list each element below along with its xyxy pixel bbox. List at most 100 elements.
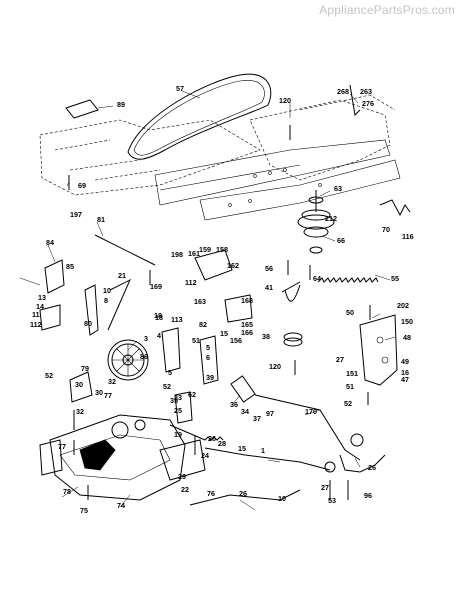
callout-10: 10 <box>103 286 111 295</box>
callout-3: 3 <box>144 334 148 343</box>
callout-112: 112 <box>185 278 197 287</box>
callout-169: 169 <box>150 282 162 291</box>
callout-25: 25 <box>174 406 182 415</box>
callout-4: 4 <box>157 331 161 340</box>
callout-63: 63 <box>334 184 342 193</box>
callout-26: 26 <box>208 434 216 443</box>
callout-197: 197 <box>70 210 82 219</box>
callout-74: 74 <box>117 501 125 510</box>
callout-47: 47 <box>401 375 409 384</box>
callout-70: 70 <box>382 225 390 234</box>
bracket-48 <box>359 314 398 386</box>
callout-96: 96 <box>364 491 372 500</box>
callout-82: 82 <box>199 320 207 329</box>
callout-150: 150 <box>401 317 413 326</box>
callout-10: 10 <box>278 494 286 503</box>
callout-86: 86 <box>140 352 148 361</box>
callout-19: 19 <box>174 430 182 439</box>
callout-276: 276 <box>362 99 374 108</box>
callout-23: 23 <box>174 393 182 402</box>
callout-116: 116 <box>402 232 414 241</box>
transmission <box>39 414 206 501</box>
callout-37: 37 <box>253 414 261 423</box>
callout-18: 18 <box>154 311 162 320</box>
drive-belt <box>127 73 272 160</box>
callout-113: 113 <box>171 315 183 324</box>
callout-97: 97 <box>266 409 274 418</box>
spring-55 <box>317 277 379 283</box>
callout-80: 80 <box>84 319 92 328</box>
shift-rods <box>189 394 386 506</box>
callout-120: 120 <box>279 96 291 105</box>
idler-pulley <box>283 332 303 347</box>
callout-159: 159 <box>199 245 211 254</box>
bolts <box>68 125 371 500</box>
callout-39: 39 <box>206 373 214 382</box>
callout-48: 48 <box>403 333 411 342</box>
callout-18: 18 <box>155 313 163 322</box>
callout-158: 158 <box>216 245 228 254</box>
callout-56: 56 <box>265 264 273 273</box>
bracket-89 <box>65 99 99 119</box>
callout-64: 64 <box>313 274 321 283</box>
callout-38: 38 <box>262 332 270 341</box>
callout-84: 84 <box>46 238 54 247</box>
callout-21: 21 <box>118 271 126 280</box>
callout-62: 62 <box>188 390 196 399</box>
callout-35: 35 <box>170 396 178 405</box>
callout-76: 76 <box>207 489 215 498</box>
callout-26: 26 <box>239 489 247 498</box>
callout-5: 5 <box>206 343 210 352</box>
watermark: AppliancePartsPros.com <box>319 3 455 17</box>
callout-212: 212 <box>325 214 337 223</box>
callout-166: 166 <box>241 328 253 337</box>
callout-268: 268 <box>337 87 349 96</box>
callout-26: 26 <box>368 463 376 472</box>
callout-8: 8 <box>104 296 108 305</box>
callout-156: 156 <box>230 336 242 345</box>
callout-120: 120 <box>269 362 281 371</box>
callout-77: 77 <box>58 442 66 451</box>
callout-32: 32 <box>76 407 84 416</box>
callout-34: 34 <box>241 407 249 416</box>
callout-22: 22 <box>181 485 189 494</box>
callout-29: 29 <box>178 472 186 481</box>
callout-81: 81 <box>97 215 105 224</box>
callout-170: 170 <box>305 407 317 416</box>
callout-24: 24 <box>201 451 209 460</box>
callout-41: 41 <box>265 283 273 292</box>
callout-16: 16 <box>401 368 409 377</box>
leader-lines <box>19 90 396 511</box>
callout-27: 27 <box>321 483 329 492</box>
callout-52: 52 <box>45 371 53 380</box>
callout-51: 51 <box>192 336 200 345</box>
clutch-pulley-assembly <box>297 190 335 254</box>
callout-14: 14 <box>36 302 44 311</box>
transmission-pulley <box>107 339 149 381</box>
callout-78: 78 <box>63 487 71 496</box>
chassis-frame <box>39 94 401 221</box>
callout-168: 168 <box>241 296 253 305</box>
callout-57: 57 <box>176 84 184 93</box>
callout-6: 6 <box>206 353 210 362</box>
callout-30: 30 <box>75 380 83 389</box>
callout-79: 79 <box>81 364 89 373</box>
callout-85: 85 <box>66 262 74 271</box>
callout-55: 55 <box>391 274 399 283</box>
callout-52: 52 <box>344 399 352 408</box>
callout-15: 15 <box>238 444 246 453</box>
callout-89: 89 <box>117 100 125 109</box>
callout-50: 50 <box>346 308 354 317</box>
callout-162: 162 <box>227 261 239 270</box>
callout-49: 49 <box>401 357 409 366</box>
callout-52: 52 <box>163 382 171 391</box>
callout-1: 1 <box>261 446 265 455</box>
callout-51: 51 <box>346 382 354 391</box>
callout-112: 112 <box>30 320 42 329</box>
callout-66: 66 <box>337 236 345 245</box>
callout-77: 77 <box>104 391 112 400</box>
callout-198: 198 <box>171 250 183 259</box>
callout-30: 30 <box>95 388 103 397</box>
callout-5: 5 <box>168 368 172 377</box>
